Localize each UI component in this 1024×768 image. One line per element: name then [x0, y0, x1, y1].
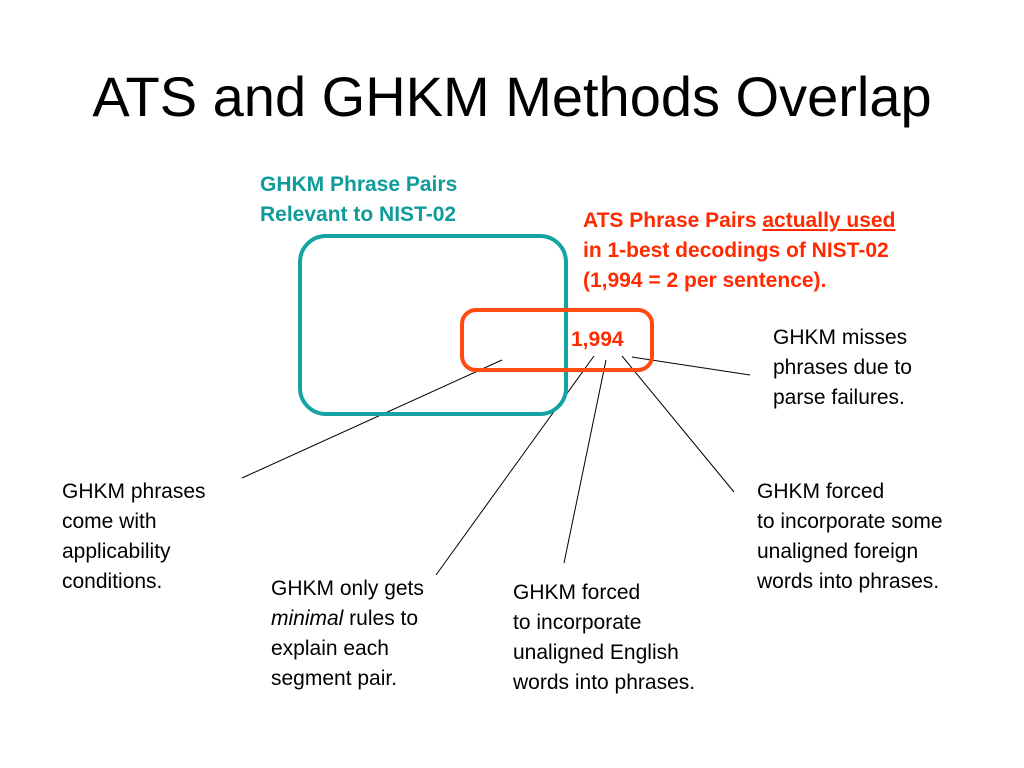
connector-applicability — [241, 359, 503, 479]
ghkm-set-label: GHKM Phrase Pairs Relevant to NIST-02 — [260, 170, 457, 230]
ats-set-label-line: in 1-best decodings of NIST-02 — [583, 239, 889, 262]
annotation-line: applicability — [62, 540, 171, 563]
annotation-line: GHKM misses — [773, 326, 908, 349]
ats-set-label-underlined: actually used — [762, 209, 896, 232]
annotation-applicability: GHKM phrases come with applicability con… — [62, 477, 206, 597]
annotation-line: come with — [62, 510, 157, 533]
ghkm-set-label-line: Relevant to NIST-02 — [260, 203, 457, 226]
slide-title: ATS and GHKM Methods Overlap — [92, 65, 932, 128]
annotation-line: to incorporate some — [757, 510, 943, 533]
ghkm-set-label-line: GHKM Phrase Pairs — [260, 173, 458, 196]
connector-unaligned-english — [563, 359, 607, 564]
annotation-line: minimal rules to — [271, 604, 424, 634]
annotation-line: parse failures. — [773, 386, 905, 409]
overlap-count: 1,994 — [571, 328, 624, 351]
annotation-line: GHKM forced — [513, 581, 641, 604]
annotation-unaligned-foreign: GHKM forced to incorporate some unaligne… — [757, 477, 943, 597]
connector-unaligned-foreign — [621, 355, 735, 493]
annotation-line: explain each — [271, 637, 389, 660]
ats-set-label-line: ATS Phrase Pairs actually used — [583, 206, 895, 236]
annotation-line: conditions. — [62, 570, 163, 593]
annotation-minimal-rules: GHKM only gets minimal rules to explain … — [271, 574, 424, 694]
connector-minimal-rules — [435, 355, 595, 576]
annotation-unaligned-english: GHKM forced to incorporate unaligned Eng… — [513, 578, 695, 698]
annotation-emphasis: minimal — [271, 607, 344, 630]
annotation-line: GHKM forced — [757, 480, 885, 503]
ats-set-label: ATS Phrase Pairs actually used in 1-best… — [583, 206, 895, 296]
annotation-line: to incorporate — [513, 611, 642, 634]
annotation-line: segment pair. — [271, 667, 398, 690]
annotation-line: unaligned English — [513, 641, 679, 664]
annotation-line: words into phrases. — [513, 671, 696, 694]
annotation-line: GHKM phrases — [62, 480, 206, 503]
ats-set-box — [460, 308, 654, 372]
ghkm-set-box — [298, 234, 568, 416]
annotation-line: phrases due to — [773, 356, 912, 379]
ats-set-label-prefix: ATS Phrase Pairs — [583, 209, 763, 232]
ats-set-label-line: (1,994 = 2 per sentence). — [583, 269, 827, 292]
annotation-line: GHKM only gets — [271, 577, 424, 600]
annotation-line: words into phrases. — [757, 570, 940, 593]
annotation-line: unaligned foreign — [757, 540, 919, 563]
annotation-parse-failures: GHKM misses phrases due to parse failure… — [773, 323, 912, 413]
annotation-line-rest: rules to — [343, 607, 419, 630]
